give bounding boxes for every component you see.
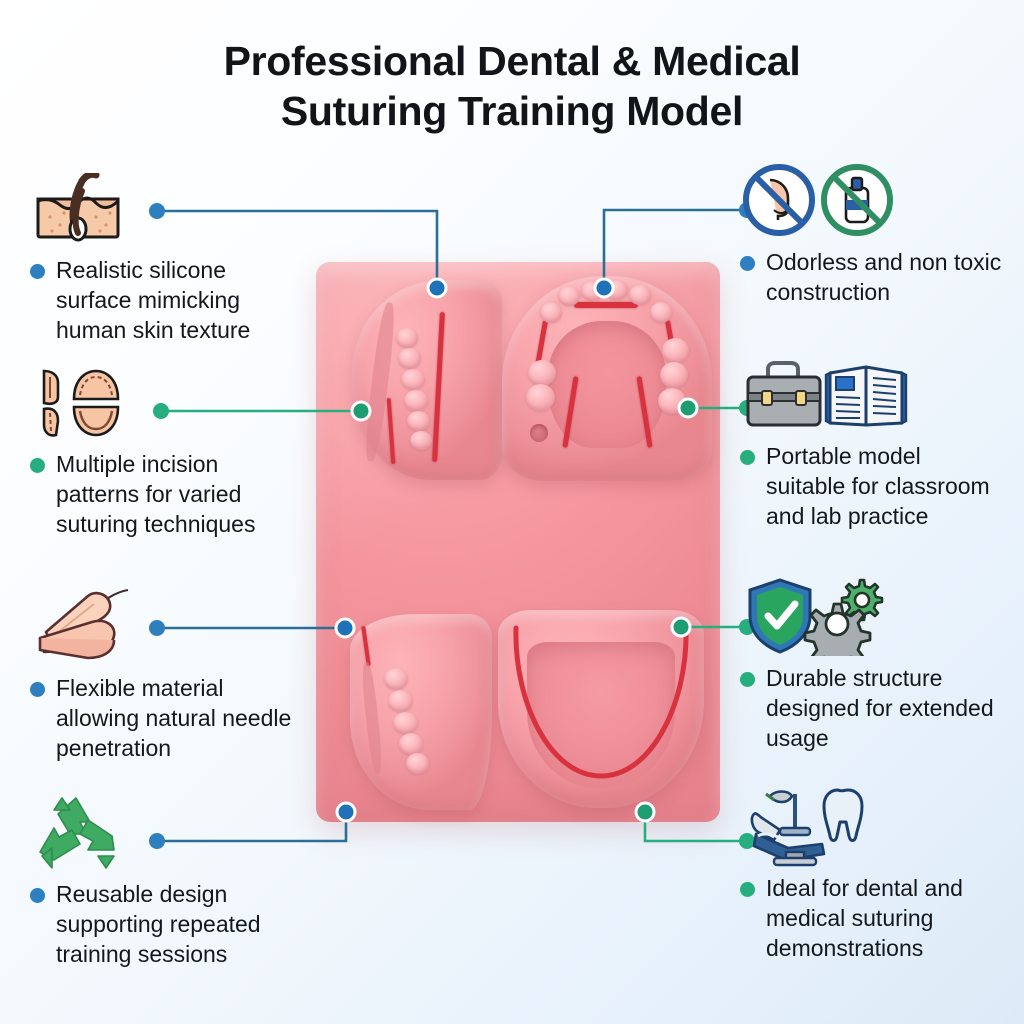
tooth	[401, 369, 425, 390]
pad-module-lower-left	[350, 614, 492, 810]
briefcase-book-icon	[740, 358, 1002, 430]
feature-text-row: Realistic silicone surface mimicking hum…	[30, 256, 292, 346]
tooth	[410, 431, 432, 450]
feature-item-reusable-design: Reusable design supporting repeated trai…	[30, 796, 292, 970]
tooth	[384, 668, 408, 690]
incision-patterns-icon	[30, 366, 292, 438]
bullet-dot	[30, 682, 45, 697]
tooth	[605, 280, 628, 300]
molar	[528, 360, 556, 386]
feature-text: Odorless and non toxic construction	[766, 249, 1002, 305]
anchor-hole	[530, 424, 548, 442]
incision-line	[574, 302, 638, 308]
feature-text-row: Portable model suitable for classroom an…	[740, 442, 1002, 532]
feature-text-row: Odorless and non toxic construction	[740, 248, 1002, 308]
briefcase-icon	[746, 361, 822, 427]
molar	[660, 362, 688, 388]
bullet-dot	[740, 882, 755, 897]
feature-text-row: Durable structure designed for extended …	[740, 664, 1002, 754]
skin-layer-icon	[30, 172, 292, 244]
tooth	[407, 411, 430, 431]
no-smell-icon	[743, 164, 815, 236]
feature-text: Flexible material allowing natural needl…	[56, 675, 292, 761]
bullet-dot	[30, 458, 45, 473]
molar	[658, 388, 686, 414]
tooth	[629, 285, 651, 305]
bullet-dot	[740, 672, 755, 687]
tooth	[404, 390, 428, 411]
molar	[662, 338, 689, 363]
no-toxic-bottle-icon	[821, 164, 893, 236]
tooth	[396, 328, 418, 348]
tooth	[406, 753, 429, 774]
title-line-1: Professional Dental & Medical	[223, 38, 801, 84]
shield-gears-icon	[740, 578, 1002, 656]
dental-chair-icon	[750, 790, 826, 867]
feature-text-row: Reusable design supporting repeated trai…	[30, 880, 292, 970]
tooth	[399, 733, 423, 755]
feature-text: Ideal for dental and medical suturing de…	[766, 875, 963, 961]
training-pad-image	[316, 262, 720, 822]
feature-item-incision-patterns: Multiple incision patterns for varied su…	[30, 366, 292, 540]
feature-text-row: Ideal for dental and medical suturing de…	[740, 874, 1002, 964]
tongue-recess	[526, 641, 676, 789]
feature-item-realistic-silicone: Realistic silicone surface mimicking hum…	[30, 172, 292, 346]
tooth	[650, 302, 672, 323]
bullet-dot	[740, 450, 755, 465]
feature-item-durable-structure: Durable structure designed for extended …	[740, 578, 1002, 754]
pad-module-upper-left	[352, 280, 502, 480]
feature-item-portable-model: Portable model suitable for classroom an…	[740, 358, 1002, 532]
pad-module-lower-right	[498, 610, 704, 808]
feature-text: Multiple incision patterns for varied su…	[56, 451, 256, 537]
title-line-2: Suturing Training Model	[280, 88, 744, 135]
feature-item-dental-demonstrations: Ideal for dental and medical suturing de…	[740, 788, 1002, 964]
pad-module-upper-right	[502, 276, 712, 481]
molar	[526, 384, 555, 411]
feature-text-row: Multiple incision patterns for varied su…	[30, 450, 292, 540]
page-title: Professional Dental & Medical Suturing T…	[0, 36, 1024, 136]
bullet-dot	[740, 256, 755, 271]
gears-icon	[803, 578, 884, 656]
tooth	[398, 348, 421, 369]
feature-text: Realistic silicone surface mimicking hum…	[56, 257, 251, 343]
bullet-dot	[30, 888, 45, 903]
tooth	[540, 302, 562, 323]
tooth	[388, 690, 413, 712]
recycle-icon	[30, 796, 292, 869]
tooth-icon	[822, 788, 864, 842]
incision-arc	[513, 625, 689, 779]
feature-text-row: Flexible material allowing natural needl…	[30, 674, 292, 764]
feature-item-odorless-nontoxic: Odorless and non toxic construction	[740, 164, 1002, 308]
bullet-dot	[30, 264, 45, 279]
feature-item-flexible-material: Flexible material allowing natural needl…	[30, 589, 292, 764]
tooth	[558, 286, 580, 306]
open-book-icon	[824, 365, 908, 427]
feature-text: Reusable design supporting repeated trai…	[56, 881, 261, 967]
dental-chair-tooth-icon	[740, 788, 1002, 867]
shield-check-icon	[748, 578, 812, 654]
feature-text: Portable model suitable for classroom an…	[766, 443, 990, 529]
feature-text: Durable structure designed for extended …	[766, 665, 994, 751]
flexible-pad-needle-icon	[30, 589, 292, 662]
no-odor-no-toxic-icon	[740, 164, 1002, 236]
tooth	[393, 712, 418, 734]
tooth	[581, 281, 604, 301]
